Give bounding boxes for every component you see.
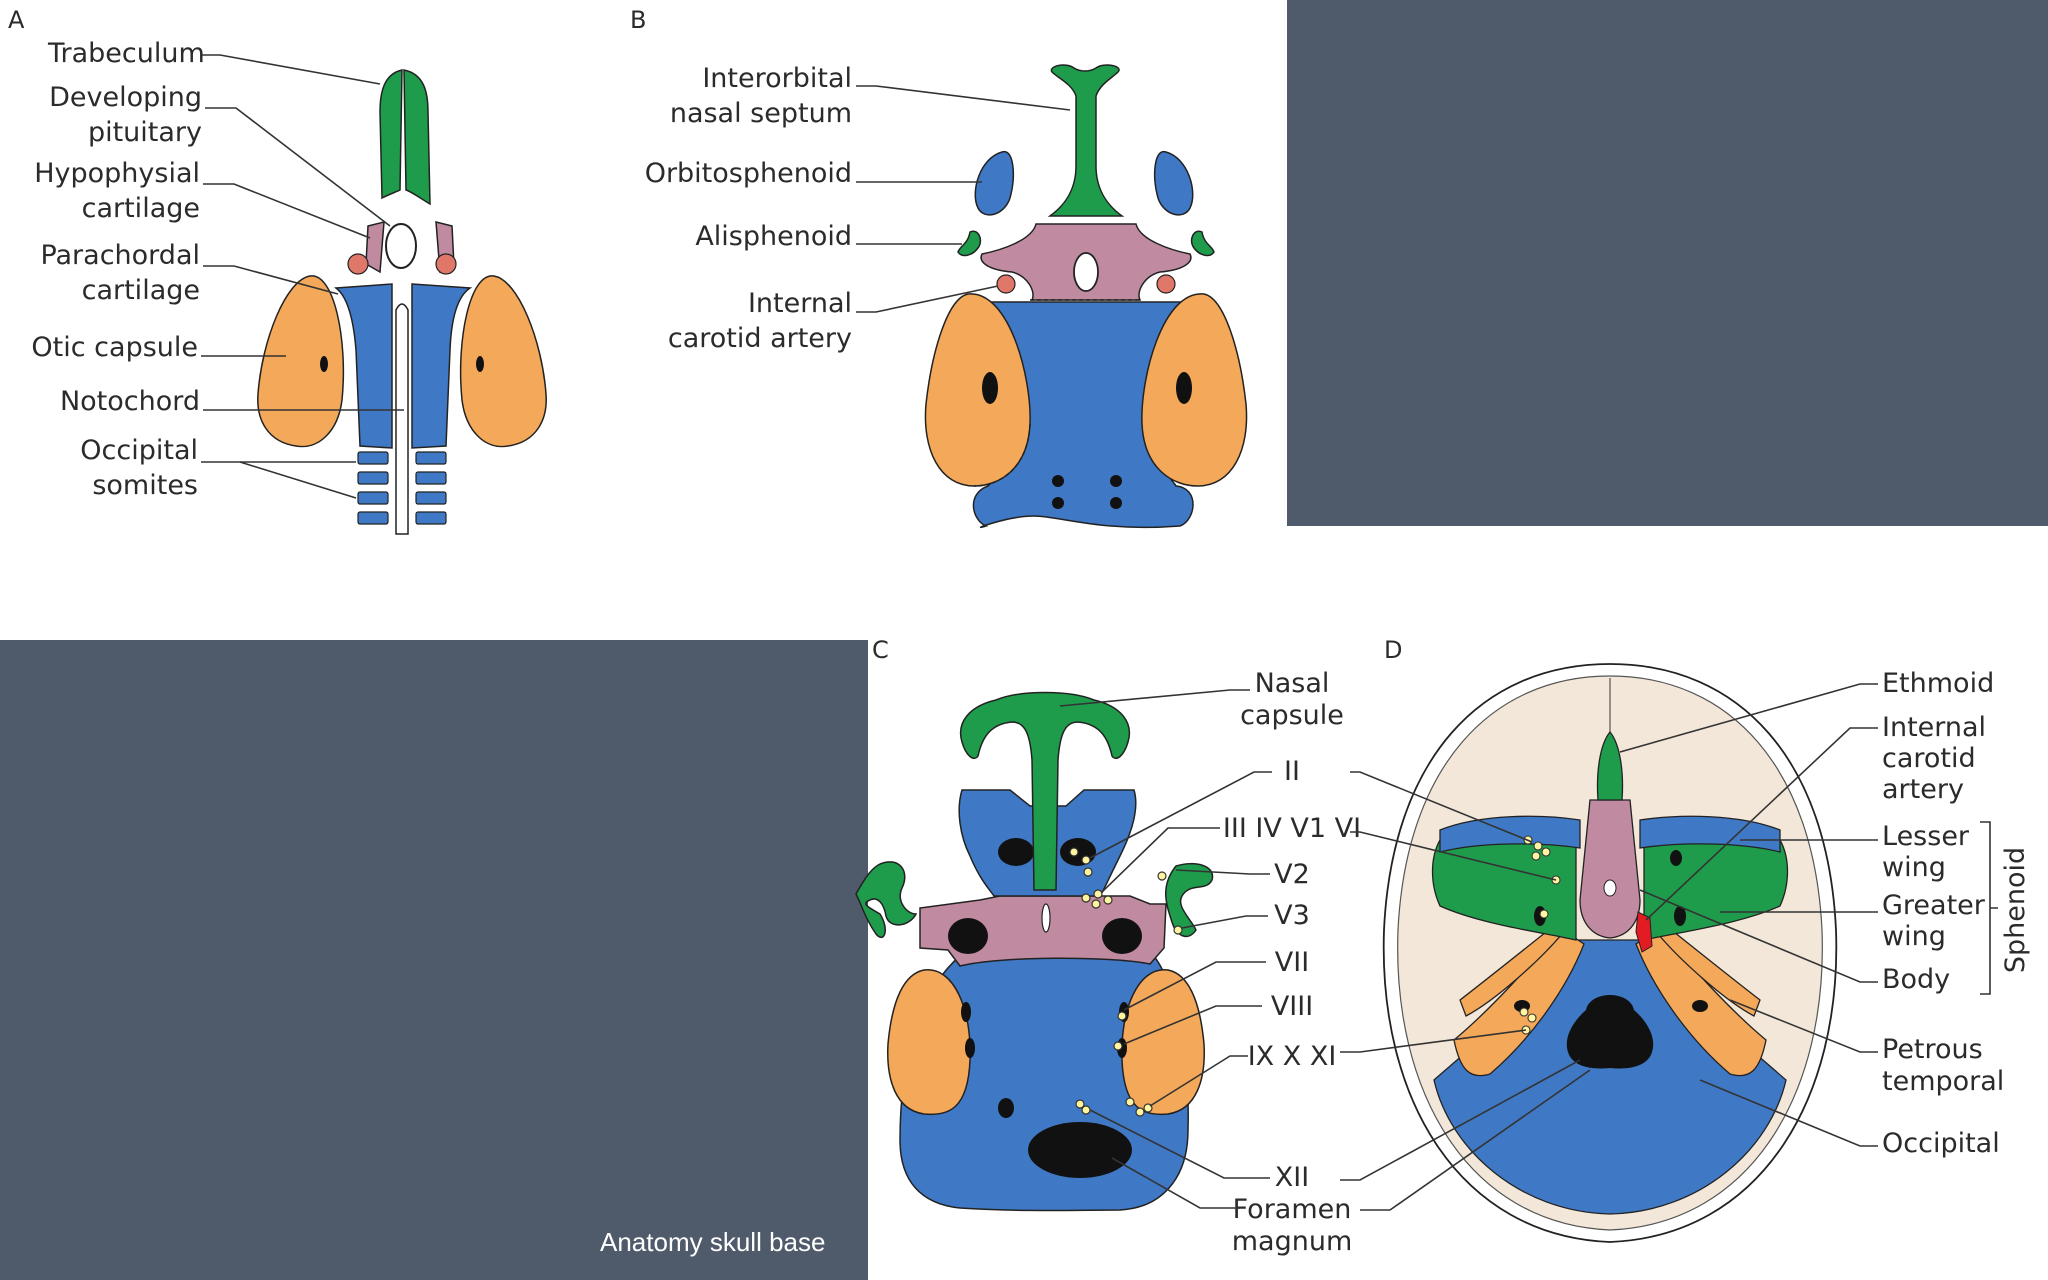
label-ethmoid: Ethmoid bbox=[1882, 668, 1994, 699]
orbitosphenoid-left bbox=[974, 151, 1015, 216]
panel-a-leader-lines bbox=[201, 54, 404, 499]
sphenoid-bracket bbox=[1980, 821, 1998, 995]
label-greater-line2: wing bbox=[1882, 921, 1946, 952]
foramen-magnum-d bbox=[1566, 995, 1654, 1069]
bottom-left-background-panel bbox=[0, 640, 868, 1280]
label-nerve-ix-xi: IX X XI bbox=[1248, 1041, 1337, 1072]
lesser-wing-left bbox=[1439, 815, 1581, 853]
label-foramen-line2: magnum bbox=[1232, 1226, 1353, 1257]
label-occipital-bone: Occipital bbox=[1882, 1128, 2000, 1159]
alisphenoid-left bbox=[957, 230, 982, 257]
alisphenoid-c-left bbox=[855, 861, 918, 939]
top-right-background-panel bbox=[1287, 0, 2048, 526]
orbitosphenoid-right bbox=[1153, 151, 1194, 216]
label-occipital-line2: somites bbox=[92, 470, 198, 501]
label-petrous-line2: temporal bbox=[1882, 1066, 2004, 1097]
label-developing-line1: Developing bbox=[49, 82, 202, 113]
label-hypophysial-line1: Hypophysial bbox=[34, 158, 200, 189]
label-occipital-line1: Occipital bbox=[80, 435, 198, 466]
sphenoid-body-shape bbox=[1579, 799, 1641, 939]
label-nasal-line2: capsule bbox=[1240, 700, 1344, 731]
label-carotid-line3: artery bbox=[1882, 774, 1964, 805]
panel-c: C bbox=[855, 636, 1361, 1257]
label-alisphenoid: Alisphenoid bbox=[695, 221, 852, 252]
ethmoid-shape bbox=[1596, 730, 1624, 801]
otic-capsule-b-right bbox=[1141, 293, 1248, 487]
label-trabeculum: Trabeculum bbox=[47, 38, 205, 69]
label-sphenoid: Sphenoid bbox=[2000, 847, 2031, 973]
panel-b: B Interorbital nasal septum Orbit bbox=[630, 6, 1248, 529]
label-developing-line2: pituitary bbox=[88, 117, 202, 148]
label-hypophysial-line2: cartilage bbox=[82, 193, 200, 224]
red-dot-right bbox=[435, 253, 457, 275]
label-body: Body bbox=[1882, 964, 1950, 995]
label-nerve-viii: VIII bbox=[1271, 991, 1313, 1022]
nasal-capsule-shape bbox=[959, 691, 1131, 891]
otic-capsule-left bbox=[257, 275, 345, 448]
label-nasal-line1: Nasal bbox=[1255, 668, 1330, 699]
label-interorbital-line2: nasal septum bbox=[670, 98, 852, 129]
panel-a-letter: A bbox=[8, 6, 25, 34]
lesser-wing-right bbox=[1639, 815, 1781, 853]
label-nerve-v3: V3 bbox=[1274, 900, 1310, 931]
label-nerve-ii: II bbox=[1284, 756, 1300, 787]
parachordal-left-shape bbox=[333, 283, 393, 449]
interorbital-septum-shape bbox=[1047, 64, 1125, 217]
slide-caption: Anatomy skull base bbox=[600, 1227, 826, 1257]
otic-capsule-right bbox=[459, 275, 547, 448]
panel-b-letter: B bbox=[630, 6, 646, 34]
label-nerve-xii: XII bbox=[1275, 1162, 1309, 1193]
red-dot-left bbox=[347, 253, 369, 275]
otic-capsule-c-right bbox=[1121, 969, 1205, 1116]
alisphenoid-right bbox=[1190, 230, 1215, 257]
label-parachordal-line2: cartilage bbox=[82, 275, 200, 306]
panel-c-leader-lines bbox=[1059, 689, 1272, 1209]
panel-a: A Trabeculum Developing bbox=[8, 6, 547, 535]
panel-c-letter: C bbox=[872, 636, 889, 664]
label-lesser-line1: Lesser bbox=[1882, 821, 1970, 852]
label-foramen-line1: Foramen bbox=[1233, 1194, 1352, 1225]
label-orbitosphenoid: Orbitosphenoid bbox=[645, 158, 852, 189]
label-internal-carotid-line1: Internal bbox=[748, 288, 852, 319]
label-otic-capsule: Otic capsule bbox=[31, 332, 198, 363]
label-nerve-vii: VII bbox=[1275, 947, 1309, 978]
panel-d: D bbox=[1340, 636, 2031, 1243]
trabeculum-shape bbox=[379, 69, 431, 206]
label-nerve-v2: V2 bbox=[1274, 859, 1310, 890]
panel-b-leader-lines bbox=[856, 85, 1071, 313]
notochord-shape bbox=[395, 303, 409, 535]
otic-capsule-c-left bbox=[887, 969, 971, 1116]
alisphenoid-c-right bbox=[1165, 862, 1214, 938]
internal-carotid-artery-highlight bbox=[1635, 911, 1653, 953]
label-interorbital-line1: Interorbital bbox=[702, 63, 852, 94]
label-lesser-line2: wing bbox=[1882, 852, 1946, 883]
label-internal-carotid-line2: carotid artery bbox=[668, 323, 852, 354]
developing-pituitary-shape bbox=[385, 223, 417, 269]
parachordal-right-shape bbox=[411, 283, 473, 449]
label-petrous-line1: Petrous bbox=[1882, 1034, 1983, 1065]
label-notochord: Notochord bbox=[60, 386, 200, 417]
panel-d-leader-lines bbox=[1340, 683, 1878, 1211]
label-carotid-line2: carotid bbox=[1882, 743, 1976, 774]
cranial-nerve-foramina bbox=[1069, 847, 1183, 1117]
label-nerve-iii-vi: III IV V1 VI bbox=[1223, 813, 1361, 844]
panel-d-letter: D bbox=[1384, 636, 1402, 664]
occipital-somites bbox=[357, 451, 447, 525]
label-greater-line1: Greater bbox=[1882, 890, 1986, 921]
label-carotid-line1: Internal bbox=[1882, 712, 1986, 743]
label-parachordal-line1: Parachordal bbox=[40, 240, 200, 271]
